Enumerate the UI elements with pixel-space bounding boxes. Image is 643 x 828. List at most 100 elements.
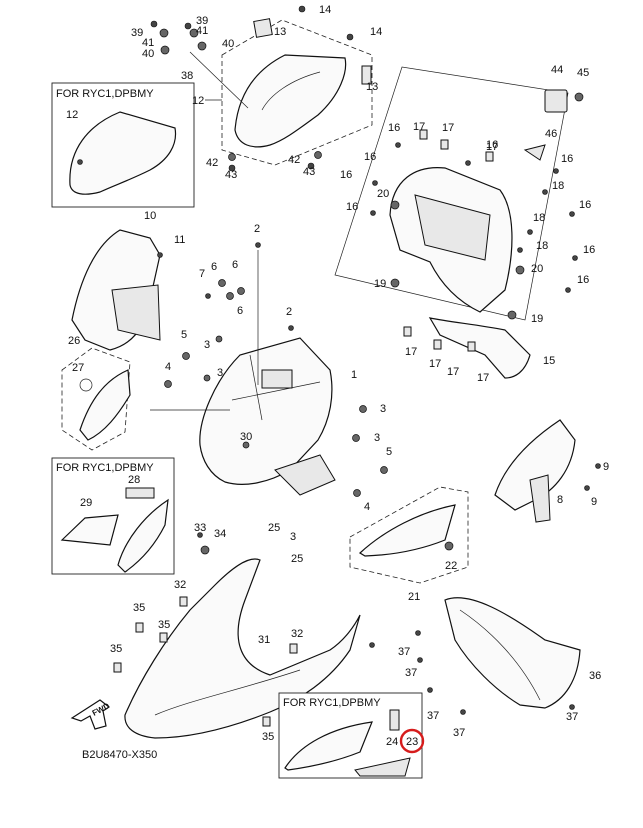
nut-43-right bbox=[307, 162, 315, 170]
part-label-16: 16 bbox=[561, 153, 573, 165]
grommet-30 bbox=[242, 441, 250, 449]
part-label-20: 20 bbox=[377, 188, 389, 200]
inner-fairing-assembly bbox=[334, 66, 584, 379]
bolt-32-c bbox=[369, 642, 375, 648]
bolt-16-b bbox=[372, 180, 378, 186]
duct-variant bbox=[117, 498, 169, 573]
nut-41-right bbox=[189, 28, 199, 38]
part-label-22: 22 bbox=[445, 560, 457, 572]
fuse-box-44 bbox=[544, 89, 568, 113]
part-label-3: 3 bbox=[217, 367, 223, 379]
grommet-22 bbox=[444, 541, 454, 551]
grommet-40-right bbox=[197, 41, 207, 51]
bolt-16-d bbox=[465, 160, 471, 166]
nut-41-left bbox=[159, 28, 169, 38]
decal-28 bbox=[125, 487, 155, 499]
lower-duct-15 bbox=[428, 317, 531, 379]
part-label-13: 13 bbox=[366, 81, 378, 93]
washer-42-left bbox=[228, 153, 236, 161]
bolt-16-h bbox=[565, 287, 571, 293]
windshield-group-outline bbox=[221, 19, 373, 166]
duct-group-26 bbox=[61, 347, 131, 451]
part-label-35: 35 bbox=[262, 731, 274, 743]
nut-3-d bbox=[203, 374, 211, 382]
nut-43-left bbox=[228, 164, 236, 172]
part-label-3: 3 bbox=[380, 403, 386, 415]
part-label-43: 43 bbox=[303, 166, 315, 178]
part-label-29: 29 bbox=[80, 497, 92, 509]
part-label-37: 37 bbox=[427, 710, 439, 722]
part-label-35: 35 bbox=[158, 619, 170, 631]
part-label-14: 14 bbox=[319, 4, 331, 16]
front-cowl-1 bbox=[199, 337, 333, 485]
bolt-16-e bbox=[553, 168, 559, 174]
part-label-19: 19 bbox=[531, 313, 543, 325]
part-label-2: 2 bbox=[254, 223, 260, 235]
clip-17-a bbox=[419, 129, 428, 140]
lower-side-cowl-right bbox=[415, 597, 581, 715]
part-label-12: 12 bbox=[66, 109, 78, 121]
part-label-9: 9 bbox=[603, 461, 609, 473]
part-label-16: 16 bbox=[577, 274, 589, 286]
part-label-18: 18 bbox=[552, 180, 564, 192]
lower-side-cowl-36 bbox=[444, 597, 581, 709]
part-label-16: 16 bbox=[364, 151, 376, 163]
part-label-40: 40 bbox=[142, 48, 154, 60]
grommet-19-b bbox=[507, 310, 517, 320]
decal-13-upper bbox=[253, 18, 273, 38]
part-label-15: 15 bbox=[543, 355, 555, 367]
bolt-2-lower bbox=[288, 325, 294, 331]
side-panel-21-group bbox=[349, 486, 469, 584]
part-label-40: 40 bbox=[222, 38, 234, 50]
side-cowl-right bbox=[494, 419, 601, 523]
part-label-16: 16 bbox=[583, 244, 595, 256]
windshield-contour bbox=[261, 71, 321, 111]
part-label-18: 18 bbox=[533, 212, 545, 224]
grommet-40-left bbox=[160, 45, 170, 55]
part-label-41: 41 bbox=[142, 37, 154, 49]
front-cowl-assembly bbox=[150, 242, 388, 497]
part-label-39: 39 bbox=[131, 27, 143, 39]
part-label-27: 27 bbox=[72, 362, 84, 374]
part-label-38: 38 bbox=[181, 70, 193, 82]
windshield-group bbox=[150, 5, 373, 172]
clip-32-b bbox=[289, 643, 298, 654]
fwd-arrow-icon bbox=[70, 699, 111, 730]
side-panel-21-outline bbox=[349, 486, 469, 584]
nut-45 bbox=[574, 92, 584, 102]
part-label-26: 26 bbox=[68, 335, 80, 347]
clip-35-a bbox=[135, 622, 144, 633]
decal-13-side bbox=[361, 65, 372, 85]
part-label-10: 10 bbox=[144, 210, 156, 222]
lower-side-cowl-crease bbox=[459, 609, 541, 701]
grommet-6-b bbox=[226, 292, 234, 300]
part-label-5: 5 bbox=[181, 329, 187, 341]
clip-35-d bbox=[262, 716, 271, 727]
part-label-17: 17 bbox=[405, 346, 417, 358]
bolt-39-right bbox=[184, 22, 192, 30]
part-label-6: 6 bbox=[237, 305, 243, 317]
variant-box-windshield: FOR RYC1,DPBMY bbox=[51, 82, 195, 208]
part-label-3: 3 bbox=[290, 531, 296, 543]
screw-37-b bbox=[417, 657, 423, 663]
part-label-7: 7 bbox=[199, 268, 205, 280]
part-label-45: 45 bbox=[577, 67, 589, 79]
part-label-36: 36 bbox=[589, 670, 601, 682]
duct-group-outline bbox=[61, 347, 131, 451]
part-label-37: 37 bbox=[566, 711, 578, 723]
part-label-31: 31 bbox=[258, 634, 270, 646]
bolt-16-f bbox=[569, 211, 575, 217]
part-label-17: 17 bbox=[486, 141, 498, 153]
side-cowl-bracket-8 bbox=[529, 474, 551, 523]
decal-24-strip bbox=[354, 757, 411, 777]
grommet-5-c bbox=[237, 287, 245, 295]
screw-37-d bbox=[460, 709, 466, 715]
windshield-screen bbox=[234, 54, 347, 148]
part-label-25: 25 bbox=[291, 553, 303, 565]
bracket-38 bbox=[189, 51, 249, 109]
nut-3-a bbox=[359, 405, 367, 413]
nut-3-c bbox=[215, 335, 223, 343]
highlight-circle bbox=[399, 728, 425, 754]
